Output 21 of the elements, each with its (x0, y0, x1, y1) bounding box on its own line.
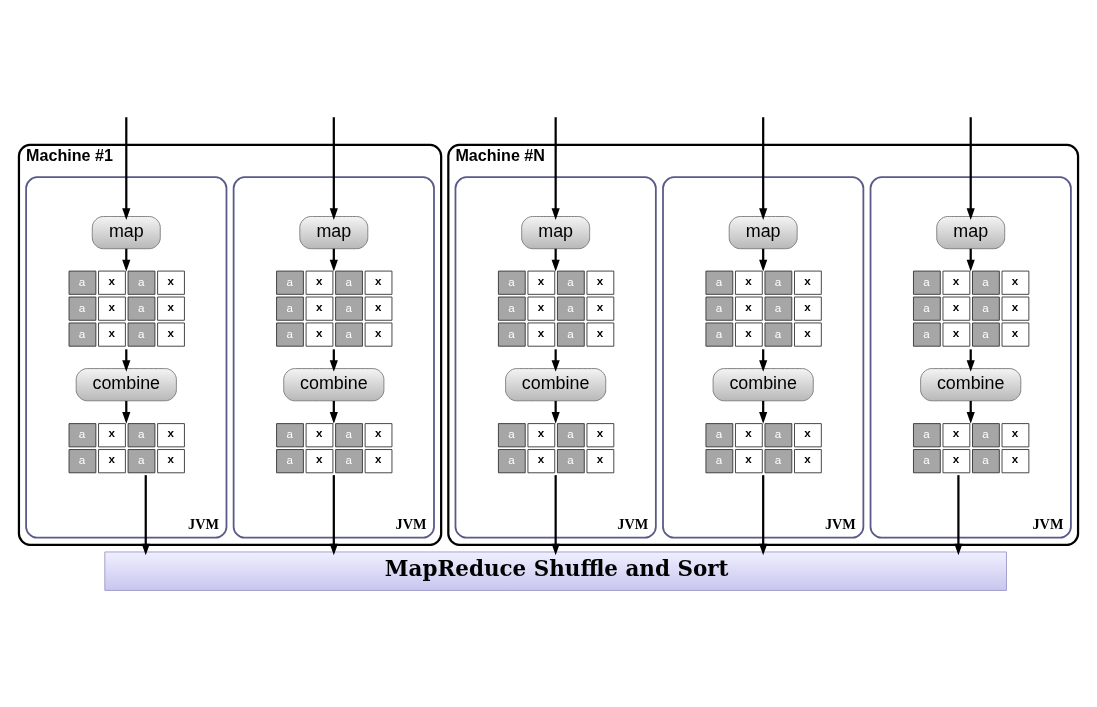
arrow (759, 475, 768, 556)
node-box: MapReduce Shuffle and Sort (104, 551, 1007, 591)
arrow (122, 117, 131, 220)
node-box: map (936, 216, 1006, 250)
node-box: map (728, 216, 798, 250)
node-box: combine (712, 368, 814, 402)
node-box: map (521, 216, 591, 250)
arrow (329, 475, 338, 556)
arrow (954, 475, 963, 556)
node-box: map (91, 216, 161, 250)
arrow (551, 117, 560, 220)
node-box: map (299, 216, 369, 250)
node-box: combine (505, 368, 607, 402)
arrow (329, 117, 338, 220)
node-box: combine (75, 368, 177, 402)
arrow (141, 475, 150, 556)
arrow (966, 117, 975, 220)
node-box: combine (283, 368, 385, 402)
arrow (759, 117, 768, 220)
arrow (551, 475, 560, 556)
node-box: combine (920, 368, 1022, 402)
